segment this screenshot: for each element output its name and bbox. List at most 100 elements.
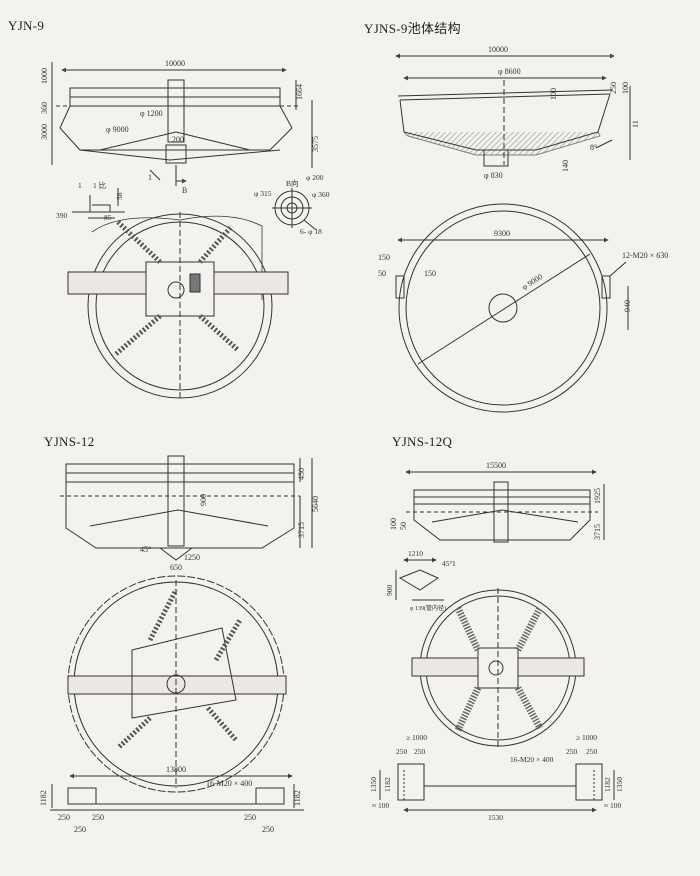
dim-85: 85 xyxy=(104,213,112,222)
yjns12q-foundation-labels: ≥ 1000 250 250 ≥ 1000 250 250 16-M20 × 4… xyxy=(369,733,624,822)
yjns9-plan xyxy=(395,203,629,413)
dim-1000b: ≥ 1000 xyxy=(576,733,597,742)
dim-1664: 1664 xyxy=(295,84,304,100)
dim-b200: φ 200 xyxy=(306,173,324,182)
dim-10000: 10000 xyxy=(165,59,185,68)
dim-150b: 150 xyxy=(424,269,436,278)
dim-b315: φ 315 xyxy=(254,189,272,198)
yjn9-elevation-labels: 10000 1000 360 3000 1664 3575 φ 1200 φ 9… xyxy=(40,59,320,195)
dim-1925: 1925 xyxy=(593,488,602,504)
yjns12q-elevation xyxy=(405,469,605,543)
dim-450: 450 xyxy=(297,468,306,480)
dim-1250: 1250 xyxy=(184,553,200,562)
dim-8deg: 8° xyxy=(590,143,597,152)
dim-250c: 250 xyxy=(74,825,86,834)
dim-1182a: 1182 xyxy=(383,777,392,792)
dim-3715: 3715 xyxy=(593,524,602,540)
dim-3575: 3575 xyxy=(311,136,320,152)
dim-5640: 5640 xyxy=(311,496,320,512)
dim-250: 250 xyxy=(609,82,618,94)
yjns12-foundation xyxy=(50,773,304,811)
dim-100: 100 xyxy=(389,518,398,530)
dim-150a: 150 xyxy=(378,253,390,262)
dim-900: 900 xyxy=(199,494,208,506)
dim-1182a: 1182 xyxy=(39,790,48,806)
dim-1000: 1000 xyxy=(40,68,49,84)
yjn9-detail-1-labels: 1 1 比 390 85 58 xyxy=(56,180,124,222)
dim-390: 390 xyxy=(56,211,68,220)
dim-3715: 3715 xyxy=(297,522,306,538)
dim-100b: ≈ 100 xyxy=(604,801,621,810)
dim-250b: 250 xyxy=(414,747,426,756)
dim-140: 140 xyxy=(561,160,570,172)
dim-13800: 13800 xyxy=(166,765,186,774)
yjns12-plan xyxy=(67,575,287,793)
dim-b618: 6- φ 18 xyxy=(300,227,322,236)
dim-100a: 100 xyxy=(549,88,558,100)
dim-200: 200 xyxy=(172,135,184,144)
dim-940: 940 xyxy=(623,300,632,312)
mark-1: 1 xyxy=(148,173,152,182)
dim-360: 360 xyxy=(40,102,49,114)
yjns12q-plan xyxy=(411,588,585,750)
dim-250a: 250 xyxy=(58,813,70,822)
detail-1-label: 1 xyxy=(78,181,82,190)
dim-3000: 3000 xyxy=(40,124,49,140)
dim-1350b: 1350 xyxy=(615,777,624,792)
dim-58: 58 xyxy=(115,192,124,200)
mark-1: 1 xyxy=(452,559,456,568)
dim-bolts: 12-M20 × 630 xyxy=(622,251,668,260)
dim-1182b: 1182 xyxy=(293,790,302,806)
yjns12q-elevation-labels: 15500 1925 3715 100 50 xyxy=(389,461,602,540)
dim-100a: ≈ 100 xyxy=(372,801,389,810)
dim-11: 11 xyxy=(631,120,640,128)
yjns12q-detail xyxy=(395,557,444,601)
yjn9-plan xyxy=(67,212,289,400)
dim-1210: 1210 xyxy=(408,549,423,558)
dim-1182b: 1182 xyxy=(603,777,612,792)
dim-50: 50 xyxy=(399,522,408,530)
yjns12q-detail-labels: 1210 45° 900 1 φ 139(管内径) xyxy=(385,549,456,612)
yjns12-elevation-labels: 450 5640 3715 900 45° 1250 650 xyxy=(140,468,320,572)
yjns9-section xyxy=(395,53,631,167)
dim-1000a: ≥ 1000 xyxy=(406,733,427,742)
dim-250e: 250 xyxy=(262,825,274,834)
dim-1530: 1530 xyxy=(488,813,503,822)
dim-bolts: 16-M20 × 400 xyxy=(510,755,554,764)
dim-9000: φ 9000 xyxy=(106,125,129,134)
dim-250d: 250 xyxy=(244,813,256,822)
dim-250d: 250 xyxy=(586,747,598,756)
dim-250a: 250 xyxy=(396,747,408,756)
dim-250b: 250 xyxy=(92,813,104,822)
dim-900: 900 xyxy=(385,585,394,597)
dim-45: 45° xyxy=(140,545,151,554)
yjns9-section-labels: 10000 φ 8600 100 250 100 11 140 φ 830 8° xyxy=(484,45,640,180)
yjn9-b-view-labels: B向 φ 315 φ 200 φ 360 6- φ 18 xyxy=(254,173,330,236)
yjns12-elevation xyxy=(60,455,313,561)
dim-45: 45° xyxy=(442,559,453,568)
title-yjns12: YJNS-12 xyxy=(44,434,95,449)
dim-250c: 250 xyxy=(566,747,578,756)
mark-b: B xyxy=(182,186,187,195)
dim-50: 50 xyxy=(378,269,386,278)
yjns9-plan-labels: 9300 150 50 150 φ 9000 12-M20 × 630 940 xyxy=(378,229,668,312)
yjn9-b-view xyxy=(272,188,317,231)
title-yjns12q: YJNS-12Q xyxy=(392,434,453,449)
dim-15500: 15500 xyxy=(486,461,506,470)
dim-100b: 100 xyxy=(621,82,630,94)
yjn9-detail-1 xyxy=(72,188,125,219)
dim-bolts: 16-M20 × 400 xyxy=(206,779,252,788)
dim-830: φ 830 xyxy=(484,171,503,180)
title-yjn9: YJN-9 xyxy=(8,18,45,33)
dim-1350a: 1350 xyxy=(369,777,378,792)
dim-1200: φ 1200 xyxy=(140,109,163,118)
dim-9000: φ 9000 xyxy=(520,272,544,292)
dim-650: 650 xyxy=(170,563,182,572)
dim-9300: 9300 xyxy=(494,229,510,238)
dim-8600: φ 8600 xyxy=(498,67,521,76)
yjns12-foundation-labels: 13800 16-M20 × 400 1182 1182 250 250 250… xyxy=(39,765,302,834)
yjns12q-foundation xyxy=(379,763,615,813)
dim-10000: 10000 xyxy=(488,45,508,54)
title-yjns9: YJNS-9池体结构 xyxy=(364,21,461,36)
